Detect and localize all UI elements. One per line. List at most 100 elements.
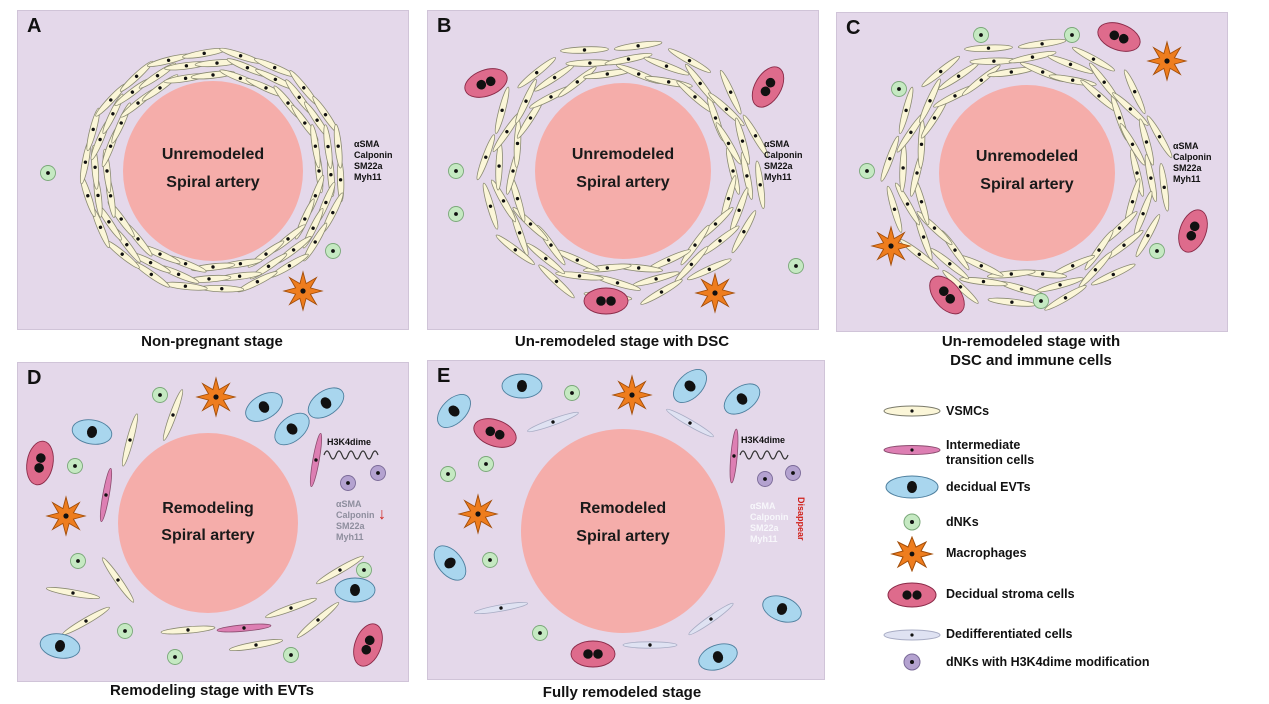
vsmc-cell (734, 117, 751, 165)
evt-cell (307, 387, 345, 419)
dedifferentiated-cell-icon (883, 629, 941, 641)
panel-a: Unremodeled Spiral artery A αSMA Calponi… (17, 10, 409, 330)
dsc-cell (473, 418, 517, 448)
panel-label: C (846, 17, 861, 39)
vsmc-cell (740, 151, 754, 200)
intermediate-cell-icon (883, 445, 941, 455)
dnk-h3k4-icon (903, 653, 921, 671)
dnk-cell (478, 456, 494, 472)
evt-cell (673, 369, 707, 403)
marker-asma: αSMA (336, 499, 362, 509)
vsmc-cell (1146, 115, 1173, 158)
panel-e: Remodeled Spiral artery E H3K4dime αSMA … (427, 360, 825, 680)
macrophage-cell (282, 270, 324, 312)
spiral-artery (123, 81, 303, 261)
vsmc-cell (162, 389, 184, 441)
vsmc-cell (62, 606, 110, 636)
marker-calponin: Calponin (354, 150, 393, 160)
vsmc-cell (565, 59, 615, 67)
cells (448, 66, 804, 315)
cells (26, 376, 386, 667)
dedifferentiated-cell (666, 408, 714, 438)
evt-cell (723, 383, 761, 415)
dnk-cell (40, 165, 56, 181)
marker-calponin: Calponin (750, 512, 789, 522)
legend-item-intermediate: Intermediate transition cells (880, 438, 1250, 472)
legend-label: Intermediate transition cells (946, 438, 1035, 467)
vsmc-cell (333, 123, 343, 169)
macrophage-icon (890, 536, 934, 572)
evt-cell (274, 412, 310, 446)
vsmc-cell (303, 222, 328, 262)
macrophage-cell (457, 493, 499, 535)
vsmc-cell (919, 78, 941, 124)
dsc-icon (887, 582, 937, 608)
dsc-cell (929, 275, 965, 315)
vsmc-cell (323, 124, 333, 169)
vsmc-icon (883, 405, 941, 417)
dnk-icon (903, 513, 921, 531)
marker-asma: αSMA (354, 139, 380, 149)
vsmc-cell (516, 97, 545, 139)
vsmc-cell (1159, 163, 1170, 212)
vsmc-cell (719, 69, 742, 115)
panel-d-caption: Remodeling stage with EVTs (110, 682, 314, 699)
marker-myh11: Myh11 (750, 534, 778, 544)
legend-label: dNKs with H3K4dime modification (946, 655, 1150, 669)
marker-list: αSMA Calponin SM22a Myh11 (750, 501, 789, 545)
dnk-h3k4-cell (757, 471, 773, 487)
vsmc-cell (538, 264, 575, 299)
macrophage-cell (45, 495, 87, 537)
dnk-cell (440, 466, 456, 482)
evt-icon (885, 475, 939, 499)
vsmc-cell (517, 57, 556, 89)
spiral-artery (535, 83, 711, 259)
down-arrow-icon: ↓ (378, 506, 386, 523)
h3k4dime-label: H3K4dime (327, 437, 372, 447)
vsmc-cell (894, 182, 921, 226)
marker-sm22a: SM22a (336, 521, 365, 531)
panel-a-caption: Non-pregnant stage (141, 333, 283, 350)
panel-c-caption: Un-remodeled stage with DSC and immune c… (941, 333, 1121, 369)
vsmc-cell (121, 413, 139, 467)
vsmc-cell (886, 185, 903, 233)
dnk-cell (70, 553, 86, 569)
vsmc-cell (1047, 55, 1094, 74)
dsc-cell (570, 640, 616, 668)
vsmc-cell (755, 160, 766, 209)
legend-item-dsc: Decidual stroma cells (880, 580, 1250, 610)
panel-b-caption: Un-remodeled stage with DSC (514, 333, 730, 350)
evt-cell (71, 419, 113, 445)
dnk-cell (788, 258, 804, 274)
macrophage-cell (870, 225, 912, 267)
vsmc-cell (708, 92, 745, 126)
legend-item-evts: decidual EVTs (880, 474, 1250, 502)
panel-c: Unremodeled Spiral artery C αSMA Calponi… (836, 12, 1228, 332)
panel-e-caption: Fully remodeled stage (542, 684, 702, 701)
vsmc-cell (687, 258, 732, 281)
dedifferentiated-cell (474, 601, 528, 615)
spiral-artery (521, 429, 725, 633)
vsmc-cell (476, 134, 496, 181)
panel-d: Remodeling Spiral artery D H3K4dime αSMA… (17, 362, 409, 682)
dnk-cell (973, 27, 989, 43)
vsmc-cell (160, 625, 216, 635)
vsmc-cell (490, 179, 517, 223)
h3k4dime-label: H3K4dime (741, 435, 786, 445)
legend-item-dedifferentiated: Dedifferentiated cells (880, 624, 1250, 646)
legend-label: Decidual stroma cells (946, 587, 1075, 601)
vsmc-cell (643, 56, 690, 76)
dnk-cell (152, 387, 168, 403)
marker-myh11: Myh11 (764, 172, 792, 182)
evt-cell (433, 545, 467, 581)
vsmc-cell (604, 52, 653, 66)
dnk-cell (117, 623, 133, 639)
dsc-cell (464, 68, 508, 98)
dnk-cell (1033, 293, 1049, 309)
dsc-cell (26, 440, 54, 486)
artery-label-line-2: Spiral artery (980, 176, 1073, 193)
vsmc-cell (898, 86, 914, 135)
dsc-cell (353, 623, 383, 667)
panel-label: D (27, 367, 42, 389)
vsmc-cell (1084, 229, 1114, 271)
